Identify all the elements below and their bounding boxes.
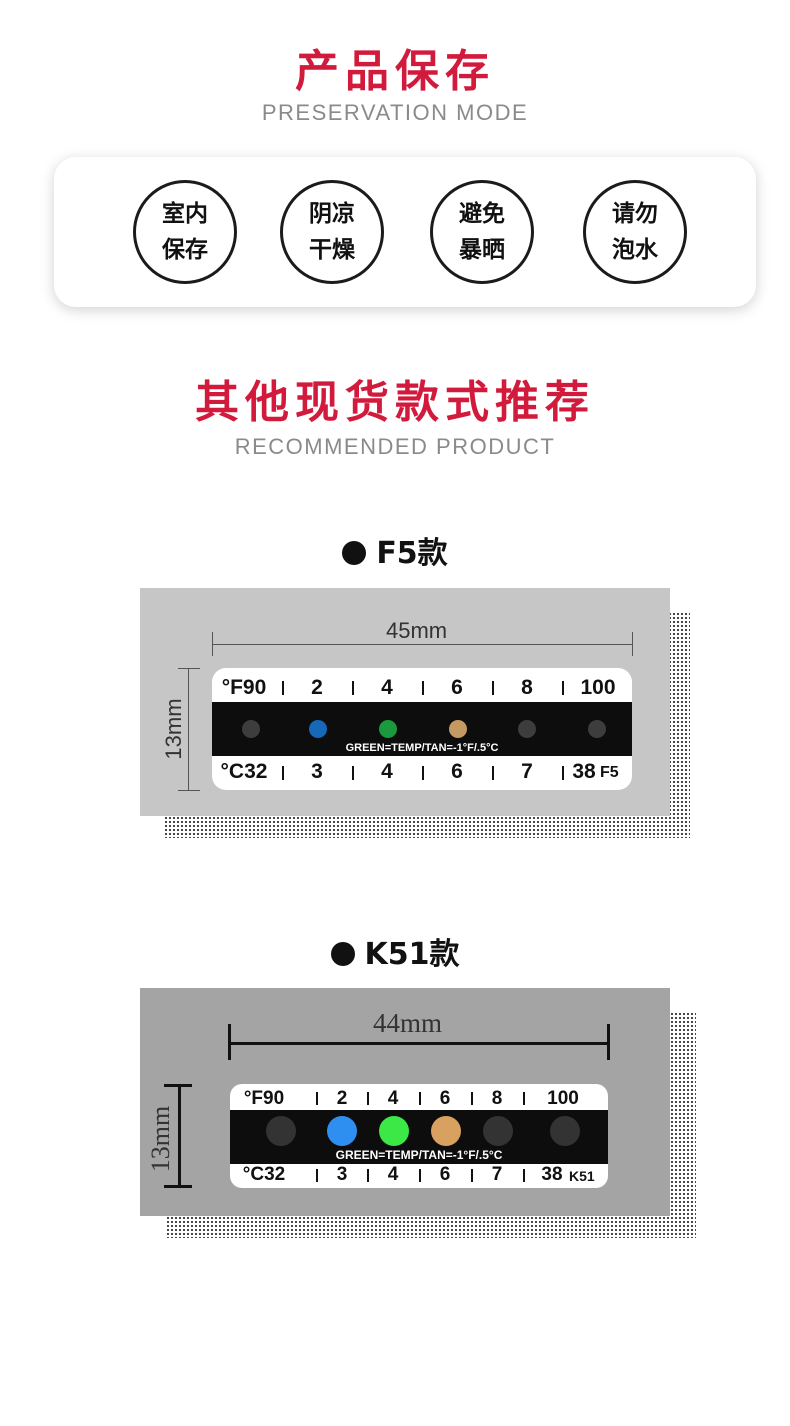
height-dimension-label: 13mm [146,1105,175,1173]
width-dimension-label: 44mm [373,1008,443,1038]
product-k51-image: 44mm 13mm °F90 2 4 6 8 100 GREEN=TEMP/TA… [140,988,670,1216]
product-f5-image: 45mm 13mm °F90 2 4 6 8 100 GREEN=TEMP/TA… [140,588,670,816]
preservation-card: 室内保存 阴凉干燥 避免暴晒 请勿泡水 [54,157,756,307]
temp-dot [379,720,397,738]
strip-legend: GREEN=TEMP/TAN=-1°F/.5°C [345,742,499,754]
temp-dot [266,1116,296,1146]
bullet-icon [342,541,367,565]
fahrenheit-row: °F90 2 4 6 8 100 [243,1088,579,1109]
bullet-icon [330,942,355,966]
model-tag: F5 [600,764,619,781]
temp-dot [327,1116,357,1146]
temperature-strip: °F90 2 4 6 8 100 GREEN=TEMP/TAN=-1°F/.5°… [212,668,632,790]
preservation-subtitle: PRESERVATION MODE [261,100,529,125]
temp-dot [518,720,536,738]
preservation-item-no-water: 请勿泡水 [583,180,687,284]
product-k51-label: K51款 [0,929,790,973]
fahrenheit-row: °F90 2 4 6 8 100 [221,676,616,699]
temp-dot [309,720,327,738]
preservation-item-avoid-sun: 避免暴晒 [430,180,534,284]
temp-dot [483,1116,513,1146]
celsius-row: °C32 3 4 6 7 38 [220,760,596,783]
recommended-title: 其他现货款式推荐 [195,377,595,428]
model-tag: K51 [569,1168,595,1184]
height-dimension-label: 13mm [161,698,186,760]
width-dimension-label: 45mm [386,618,448,643]
temp-dot [379,1116,409,1146]
temp-dot [431,1116,461,1146]
temp-dot [550,1116,580,1146]
temp-dot [588,720,606,738]
celsius-row: °C32 3 4 6 7 38 [242,1164,563,1185]
temp-dot [242,720,260,738]
temp-dot [449,720,467,738]
product-f5-label: F5款 [0,528,790,572]
preservation-item-cool-dry: 阴凉干燥 [280,180,384,284]
strip-legend: GREEN=TEMP/TAN=-1°F/.5°C [335,1148,503,1162]
preservation-title: 产品保存 [295,46,495,97]
temperature-strip: °F90 2 4 6 8 100 GREEN=TEMP/TAN=-1°F/.5°… [230,1084,608,1188]
preservation-item-indoor: 室内保存 [133,180,237,284]
recommended-subtitle: RECOMMENDED PRODUCT [234,434,556,459]
